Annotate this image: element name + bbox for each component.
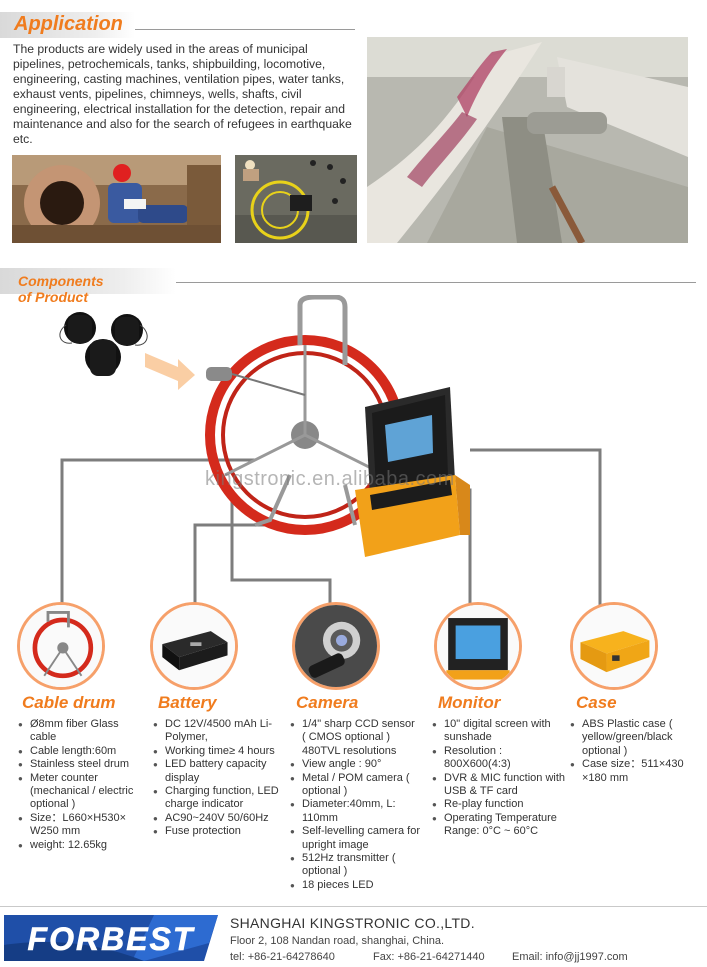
watermark-text: kingstronic.en.alibaba.com bbox=[205, 468, 455, 490]
cable-drum-photo bbox=[17, 602, 105, 690]
spec-item: Meter counter (mechanical / electric opt… bbox=[18, 772, 146, 812]
spec-item: Operating Temperature Range: 0°C ~ 60°C bbox=[432, 812, 567, 839]
forbest-logo: FORBEST bbox=[4, 915, 218, 961]
spec-item: View angle : 90° bbox=[290, 758, 420, 772]
spec-item: AC90~240V 50/60Hz bbox=[153, 812, 283, 826]
spec-item: ABS Plastic case ( yellow/green/black op… bbox=[570, 718, 702, 758]
spec-item: 10" digital screen with sunshade bbox=[432, 718, 567, 745]
camera-title: Camera bbox=[296, 693, 359, 712]
spec-item: Resolution : 800X600(4:3) bbox=[432, 745, 567, 772]
spec-item: Fuse protection bbox=[153, 825, 283, 839]
spec-item: Case size：511×430 ×180 mm bbox=[570, 758, 702, 785]
spec-item: 1/4" sharp CCD sensor ( CMOS optional ) … bbox=[290, 718, 420, 758]
header-rule bbox=[176, 282, 696, 283]
company-tel: tel: +86-21-64278640 bbox=[230, 951, 335, 963]
battery-photo bbox=[150, 602, 238, 690]
battery-title: Battery bbox=[158, 693, 217, 712]
company-address: Floor 2, 108 Nandan road, shanghai, Chin… bbox=[230, 935, 445, 947]
spec-item: 18 pieces LED bbox=[290, 879, 420, 893]
logo-text: FORBEST bbox=[28, 921, 195, 957]
photo-manhole-inspection bbox=[12, 155, 221, 243]
spec-item: Metal / POM camera ( optional ) bbox=[290, 772, 420, 799]
monitor-case-icon bbox=[355, 387, 470, 557]
case-specs: ABS Plastic case ( yellow/green/black op… bbox=[570, 718, 702, 785]
spec-item: weight: 12.65kg bbox=[18, 839, 146, 853]
header-bar bbox=[0, 268, 176, 294]
spec-item: Re-play function bbox=[432, 798, 567, 812]
company-name: SHANGHAI KINGSTRONIC CO.,LTD. bbox=[230, 915, 475, 931]
footer-rule bbox=[0, 906, 707, 907]
cable-drum-title: Cable drum bbox=[22, 693, 116, 712]
case-photo bbox=[570, 602, 658, 690]
spec-item: Self-levelling camera for upright image bbox=[290, 825, 420, 852]
monitor-photo bbox=[434, 602, 522, 690]
spec-item: Cable length:60m bbox=[18, 745, 146, 759]
spec-item: LED battery capacity display bbox=[153, 758, 283, 785]
spec-item: Ø8mm fiber Glass cable bbox=[18, 718, 146, 745]
spec-item: Diameter:40mm, L: 110mm bbox=[290, 798, 420, 825]
spec-item: 512Hz transmitter ( optional ) bbox=[290, 852, 420, 879]
case-title: Case bbox=[576, 693, 617, 712]
spec-item: Size：L660×H530× W250 mm bbox=[18, 812, 146, 839]
spec-item: Charging function, LED charge indicator bbox=[153, 785, 283, 812]
application-description: The products are widely used in the area… bbox=[13, 42, 352, 146]
product-diagram bbox=[59, 295, 602, 605]
header-bar bbox=[0, 12, 135, 38]
monitor-title: Monitor bbox=[438, 693, 501, 712]
application-title: Application bbox=[14, 13, 123, 35]
company-fax: Fax: +86-21-64271440 bbox=[373, 951, 485, 963]
photo-equipment-setup bbox=[235, 155, 357, 243]
header-rule bbox=[135, 29, 355, 30]
camera-photo bbox=[292, 602, 380, 690]
spec-item: DVR & MIC function with USB & TF card bbox=[432, 772, 567, 799]
camera-heads-icon bbox=[59, 312, 148, 376]
company-email: Email: info@jj1997.com bbox=[512, 951, 628, 963]
spec-item: Working time≥ 4 hours bbox=[153, 745, 283, 759]
monitor-specs: 10" digital screen with sunshade Resolut… bbox=[432, 718, 567, 839]
components-title: Components of Product bbox=[18, 273, 104, 305]
photo-pipes-trench bbox=[367, 37, 688, 243]
camera-specs: 1/4" sharp CCD sensor ( CMOS optional ) … bbox=[290, 718, 420, 893]
cable-drum-specs: Ø8mm fiber Glass cable Cable length:60m … bbox=[18, 718, 146, 852]
battery-specs: DC 12V/4500 mAh Li-Polymer, Working time… bbox=[153, 718, 283, 839]
spec-item: DC 12V/4500 mAh Li-Polymer, bbox=[153, 718, 283, 745]
spec-item: Stainless steel drum bbox=[18, 758, 146, 772]
